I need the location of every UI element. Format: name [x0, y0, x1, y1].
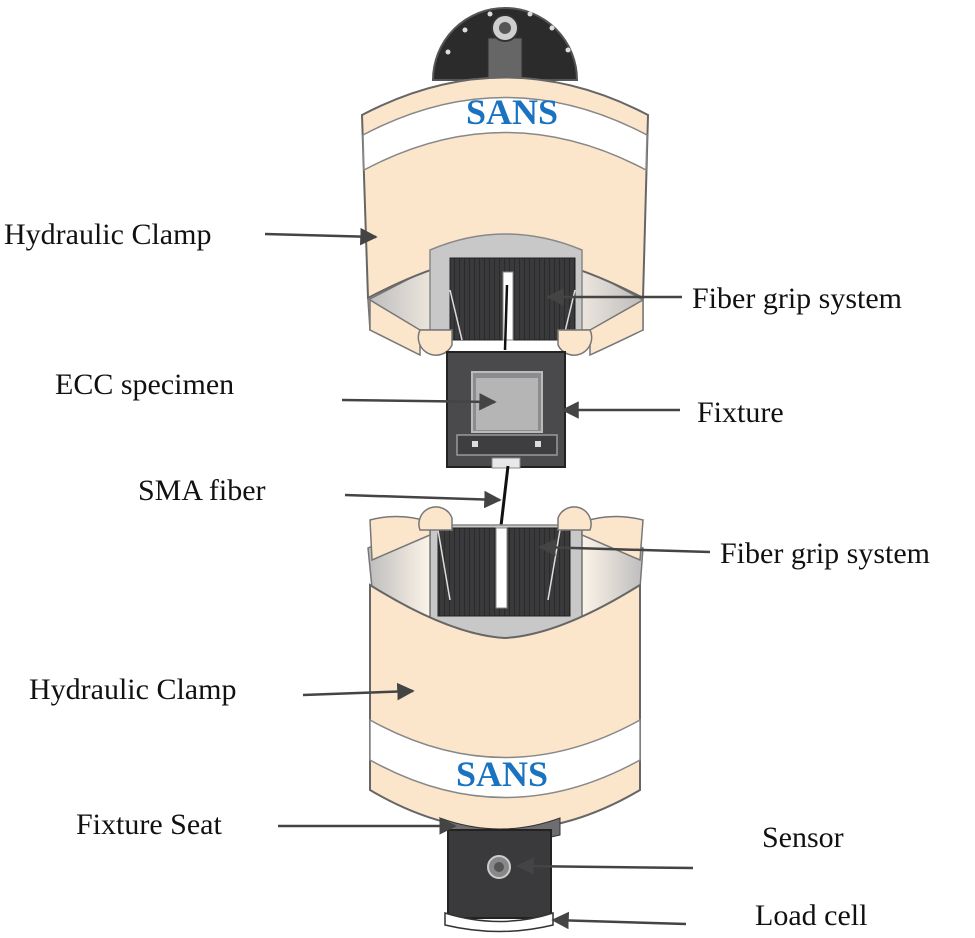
label-sensor: Sensor — [762, 821, 844, 854]
top-actuator-head — [431, 7, 579, 81]
arrow-ecc-specimen — [341, 393, 497, 411]
fixture — [446, 351, 566, 469]
label-sma-fiber: SMA fiber — [138, 474, 266, 507]
label-ecc-specimen: ECC specimen — [55, 368, 234, 401]
arrow-hydraulic-clamp-top — [264, 227, 378, 246]
arrow-sma-fiber — [344, 490, 502, 509]
label-fixture-seat: Fixture Seat — [76, 808, 222, 841]
label-hydraulic-clamp-top: Hydraulic Clamp — [4, 218, 211, 251]
label-fixture: Fixture — [697, 396, 784, 429]
brand-logo-bottom: SANS — [456, 754, 548, 794]
label-fiber-grip-top: Fiber grip system — [692, 282, 902, 315]
arrow-hydraulic-clamp-bottom — [302, 682, 415, 701]
label-fiber-grip-bottom: Fiber grip system — [720, 537, 930, 570]
arrow-fiber-grip-bottom — [538, 538, 711, 557]
top-fiber-grip — [417, 233, 593, 356]
arrow-load-cell — [551, 911, 687, 930]
brand-logo-top: SANS — [466, 92, 558, 132]
arrows — [264, 227, 711, 930]
label-hydraulic-clamp-bottom: Hydraulic Clamp — [29, 673, 236, 706]
arrow-sensor — [516, 857, 694, 875]
bottom-hydraulic-clamp — [367, 506, 644, 831]
load-cell-assembly — [438, 816, 561, 933]
label-load-cell: Load cell — [755, 899, 867, 932]
